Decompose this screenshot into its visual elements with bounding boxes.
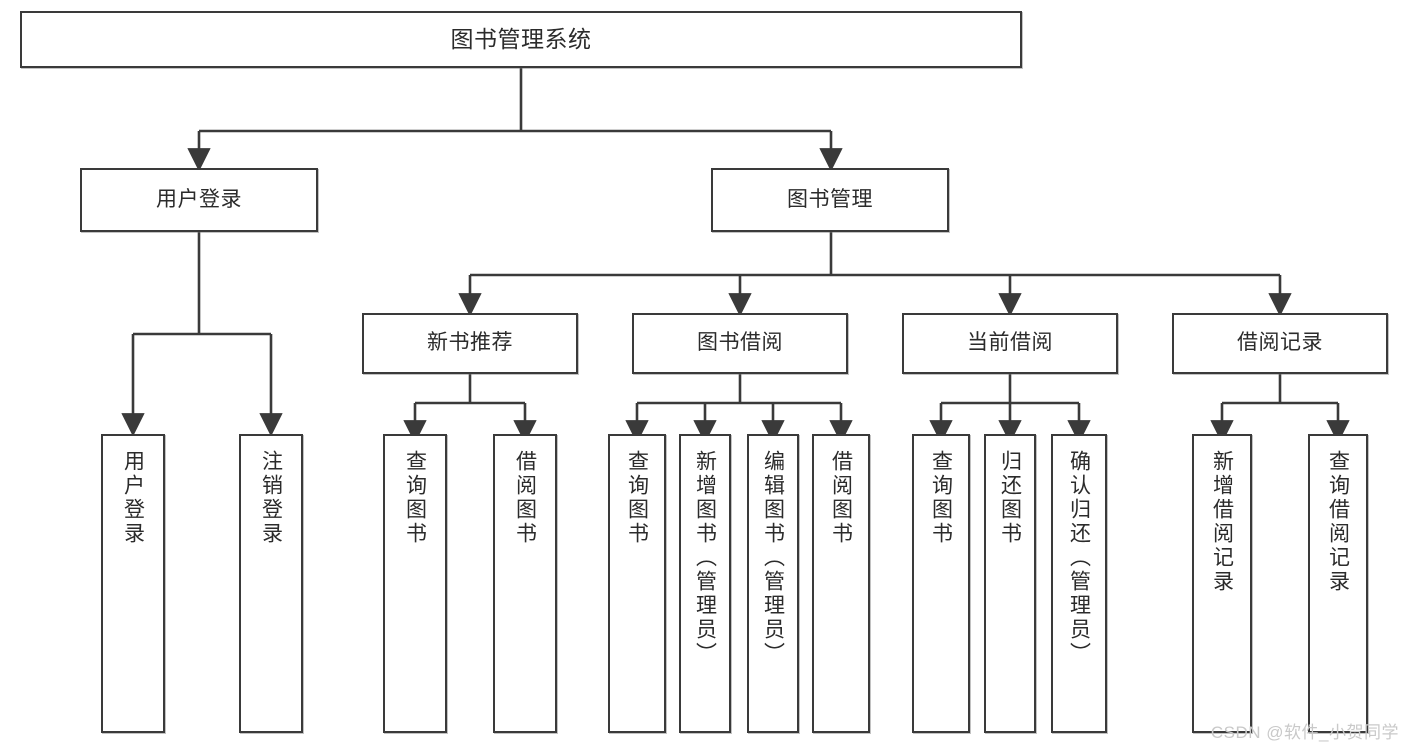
leaf-user-login-logout[interactable]: 注销登录 [239, 434, 303, 733]
leaf-new-book-query[interactable]: 查询图书 [383, 434, 447, 733]
leaf-borrow-borrow-book[interactable]: 借阅图书 [812, 434, 870, 733]
node-root-label: 图书管理系统 [450, 25, 592, 52]
leaf-borrow-edit-book[interactable]: 编辑图书（管理员） [747, 434, 799, 733]
leaf-borrow-edit-book-label: 编辑图书（管理员） [761, 450, 785, 666]
leaf-borrow-add-book-label: 新增图书（管理员） [693, 450, 717, 666]
node-book-management[interactable]: 图书管理 [711, 168, 949, 232]
leaf-borrow-add-book[interactable]: 新增图书（管理员） [679, 434, 731, 733]
leaf-current-return-book-label: 归还图书 [998, 450, 1022, 546]
node-current-borrow-label: 当前借阅 [967, 331, 1053, 355]
node-user-login-label: 用户登录 [156, 187, 242, 211]
leaf-current-query-book[interactable]: 查询图书 [912, 434, 970, 733]
leaf-user-login-login[interactable]: 用户登录 [101, 434, 165, 733]
leaf-user-login-login-label: 用户登录 [121, 450, 145, 546]
node-book-borrow-label: 图书借阅 [697, 331, 783, 355]
node-book-management-label: 图书管理 [787, 187, 873, 211]
leaf-current-confirm-return[interactable]: 确认归还（管理员） [1051, 434, 1107, 733]
leaf-records-query-record[interactable]: 查询借阅记录 [1308, 434, 1368, 733]
leaf-new-book-query-label: 查询图书 [403, 450, 427, 546]
node-user-login[interactable]: 用户登录 [80, 168, 318, 232]
leaf-borrow-borrow-book-label: 借阅图书 [829, 450, 853, 546]
leaf-records-add-record-label: 新增借阅记录 [1210, 450, 1234, 594]
leaf-records-query-record-label: 查询借阅记录 [1326, 450, 1350, 594]
node-book-borrow[interactable]: 图书借阅 [632, 313, 848, 374]
leaf-current-return-book[interactable]: 归还图书 [984, 434, 1036, 733]
watermark: CSDN @软件_小贺同学 [1210, 723, 1399, 742]
node-root[interactable]: 图书管理系统 [20, 11, 1022, 68]
node-new-book-recommend-label: 新书推荐 [427, 331, 513, 355]
node-borrow-records[interactable]: 借阅记录 [1172, 313, 1388, 374]
leaf-current-confirm-return-label: 确认归还（管理员） [1067, 450, 1091, 666]
node-borrow-records-label: 借阅记录 [1237, 331, 1323, 355]
leaf-current-query-book-label: 查询图书 [929, 450, 953, 546]
leaf-borrow-query-book-label: 查询图书 [625, 450, 649, 546]
leaf-user-login-logout-label: 注销登录 [259, 450, 283, 546]
node-current-borrow[interactable]: 当前借阅 [902, 313, 1118, 374]
leaf-borrow-query-book[interactable]: 查询图书 [608, 434, 666, 733]
leaf-new-book-borrow[interactable]: 借阅图书 [493, 434, 557, 733]
node-new-book-recommend[interactable]: 新书推荐 [362, 313, 578, 374]
leaf-new-book-borrow-label: 借阅图书 [513, 450, 537, 546]
leaf-records-add-record[interactable]: 新增借阅记录 [1192, 434, 1252, 733]
